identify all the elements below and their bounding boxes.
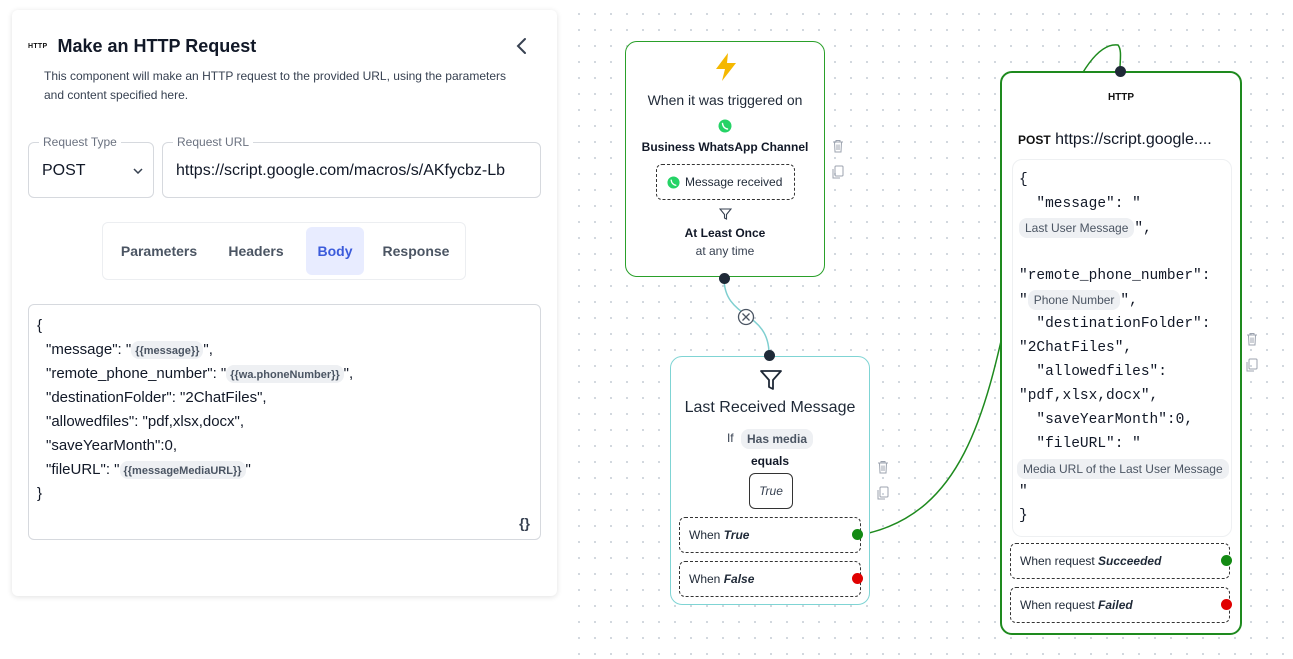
duplicate-icon[interactable] [1246,358,1258,372]
http-method: POST [1018,133,1051,147]
false-output-port[interactable] [852,573,863,584]
channel-name: Business WhatsApp Channel [641,140,809,154]
http-icon: HTTP [28,43,48,50]
panel-title: Make an HTTP Request [57,36,257,56]
request-type-value: POST [42,162,86,179]
success-output-port[interactable] [1221,555,1232,566]
variable-chip[interactable]: Phone Number [1027,290,1121,310]
filter-icon [719,208,732,220]
http-request-panel: HTTP Make an HTTP Request This component… [12,10,557,596]
trigger-event: Message received [685,175,783,189]
tab-parameters[interactable]: Parameters [120,243,198,259]
trigger-event-box[interactable]: Message received [656,164,795,200]
variable-chip[interactable]: {{message}} [131,341,204,360]
branch-false[interactable]: When False [679,561,861,597]
request-body-editor[interactable]: { "message": "{{message}}", "remote_phon… [28,304,541,540]
remove-connection-icon[interactable] [737,308,755,326]
filter-node[interactable]: Last Received Message If Has media equal… [670,350,870,605]
trigger-heading: When it was triggered on [647,92,803,108]
filter-operator: equals [750,454,789,468]
request-url-value: https://script.google.com/macros/s/AKfyc… [176,162,506,179]
body-tabs: Parameters Headers Body Response [102,222,466,280]
chevron-down-icon [133,168,143,174]
body-line: "remote_phone_number": "{{wa.phoneNumber… [46,365,354,384]
variable-chip[interactable]: {{messageMediaURL}} [119,461,246,480]
panel-header: HTTP Make an HTTP Request [28,36,256,57]
branch-failed[interactable]: When request Failed [1010,587,1230,623]
branch-true[interactable]: When True [679,517,861,553]
filter-title: Last Received Message [684,399,856,416]
whatsapp-icon [667,176,680,189]
tab-headers[interactable]: Headers [228,243,284,259]
lightning-bolt-icon [716,53,736,81]
http-url: https://script.google.... [1055,131,1212,148]
body-line: "allowedfiles": "pdf,xlsx,docx", [46,413,245,430]
body-line: "message": "{{message}}", [46,341,213,360]
http-input-port[interactable] [1115,66,1126,77]
variable-chip[interactable]: Last User Message [1019,218,1135,238]
body-line: "fileURL": "{{messageMediaURL}}" [46,461,251,480]
duplicate-icon[interactable] [832,165,844,179]
whatsapp-icon [718,119,732,133]
condition-value-box[interactable]: True [749,473,793,509]
http-body-preview: { "message": " Last User Message", "remo… [1012,159,1232,537]
delete-icon[interactable] [877,460,889,474]
variable-chip[interactable]: {{wa.phoneNumber}} [226,365,344,384]
format-json-icon[interactable]: {} [519,515,530,531]
http-badge: HTTP [1107,92,1135,103]
body-line: "saveYearMonth":0, [46,437,178,454]
delete-icon[interactable] [1246,332,1258,346]
branch-succeeded[interactable]: When request Succeeded [1010,543,1230,579]
trigger-frequency: At Least Once [684,226,766,240]
condition-field-chip[interactable]: Has media [740,429,814,449]
tab-body[interactable]: Body [306,227,364,275]
trigger-timing: at any time [695,244,755,258]
variable-chip[interactable]: Media URL of the Last User Message [1017,459,1229,479]
true-output-port[interactable] [852,529,863,540]
body-line: "destinationFolder": "2ChatFiles", [46,389,267,406]
trigger-node[interactable]: When it was triggered on Business WhatsA… [625,41,825,284]
trigger-output-port[interactable] [719,273,730,284]
filter-input-port[interactable] [764,350,775,361]
request-url-field[interactable]: Request URL https://script.google.com/ma… [162,135,541,198]
http-node[interactable]: HTTP POST https://script.google.... { "m… [1000,66,1242,635]
filter-icon [760,370,782,390]
body-line: } [37,485,43,502]
http-endpoint: POST https://script.google.... [1018,131,1212,149]
filter-condition: If Has media [671,429,869,449]
delete-icon[interactable] [832,139,844,153]
tab-response[interactable]: Response [382,243,450,259]
panel-description: This component will make an HTTP request… [44,69,506,102]
body-line: { [37,317,43,334]
request-type-label: Request Type [39,135,121,149]
request-type-select[interactable]: Request Type POST [28,135,154,198]
failed-output-port[interactable] [1221,599,1232,610]
chevron-left-icon[interactable] [512,36,532,56]
request-url-label: Request URL [173,135,254,149]
duplicate-icon[interactable] [877,486,889,500]
